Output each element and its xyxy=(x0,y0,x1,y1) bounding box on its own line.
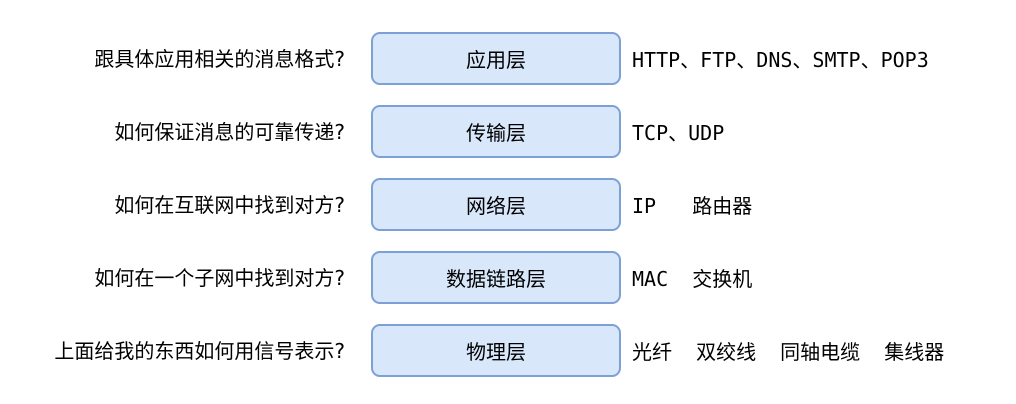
layer-box-label: 传输层 xyxy=(466,121,526,145)
layer-row-physical: 上面给我的东西如何用信号表示? 物理层 光纤 双绞线 同轴电缆 集线器 xyxy=(0,324,1016,377)
layer-row-transport: 如何保证消息的可靠传递? 传输层 TCP、UDP xyxy=(0,105,1016,158)
layer-box-label: 应用层 xyxy=(466,48,526,72)
protocols-label: IP 路由器 xyxy=(632,194,753,218)
layer-box-transport: 传输层 xyxy=(371,105,621,158)
question-label: 如何在一个子网中找到对方? xyxy=(94,265,345,290)
layer-box-label: 数据链路层 xyxy=(446,267,546,291)
layer-row-datalink: 如何在一个子网中找到对方? 数据链路层 MAC 交换机 xyxy=(0,251,1016,304)
question-label: 跟具体应用相关的消息格式? xyxy=(94,46,345,71)
protocols-label: MAC 交换机 xyxy=(632,267,753,291)
question-label: 如何保证消息的可靠传递? xyxy=(114,119,345,144)
layer-box-datalink: 数据链路层 xyxy=(371,251,621,304)
protocols-label: TCP、UDP xyxy=(632,121,725,145)
layer-box-application: 应用层 xyxy=(371,32,621,85)
layer-box-physical: 物理层 xyxy=(371,324,621,377)
layer-row-application: 跟具体应用相关的消息格式? 应用层 HTTP、FTP、DNS、SMTP、POP3 xyxy=(0,32,1016,85)
layer-box-label: 物理层 xyxy=(466,340,526,364)
protocols-label: HTTP、FTP、DNS、SMTP、POP3 xyxy=(632,48,929,72)
protocols-label: 光纤 双绞线 同轴电缆 集线器 xyxy=(632,340,945,364)
layer-box-label: 网络层 xyxy=(466,194,526,218)
question-label: 上面给我的东西如何用信号表示? xyxy=(54,338,345,363)
layer-box-network: 网络层 xyxy=(371,178,621,231)
question-label: 如何在互联网中找到对方? xyxy=(114,192,345,217)
layer-row-network: 如何在互联网中找到对方? 网络层 IP 路由器 xyxy=(0,178,1016,231)
